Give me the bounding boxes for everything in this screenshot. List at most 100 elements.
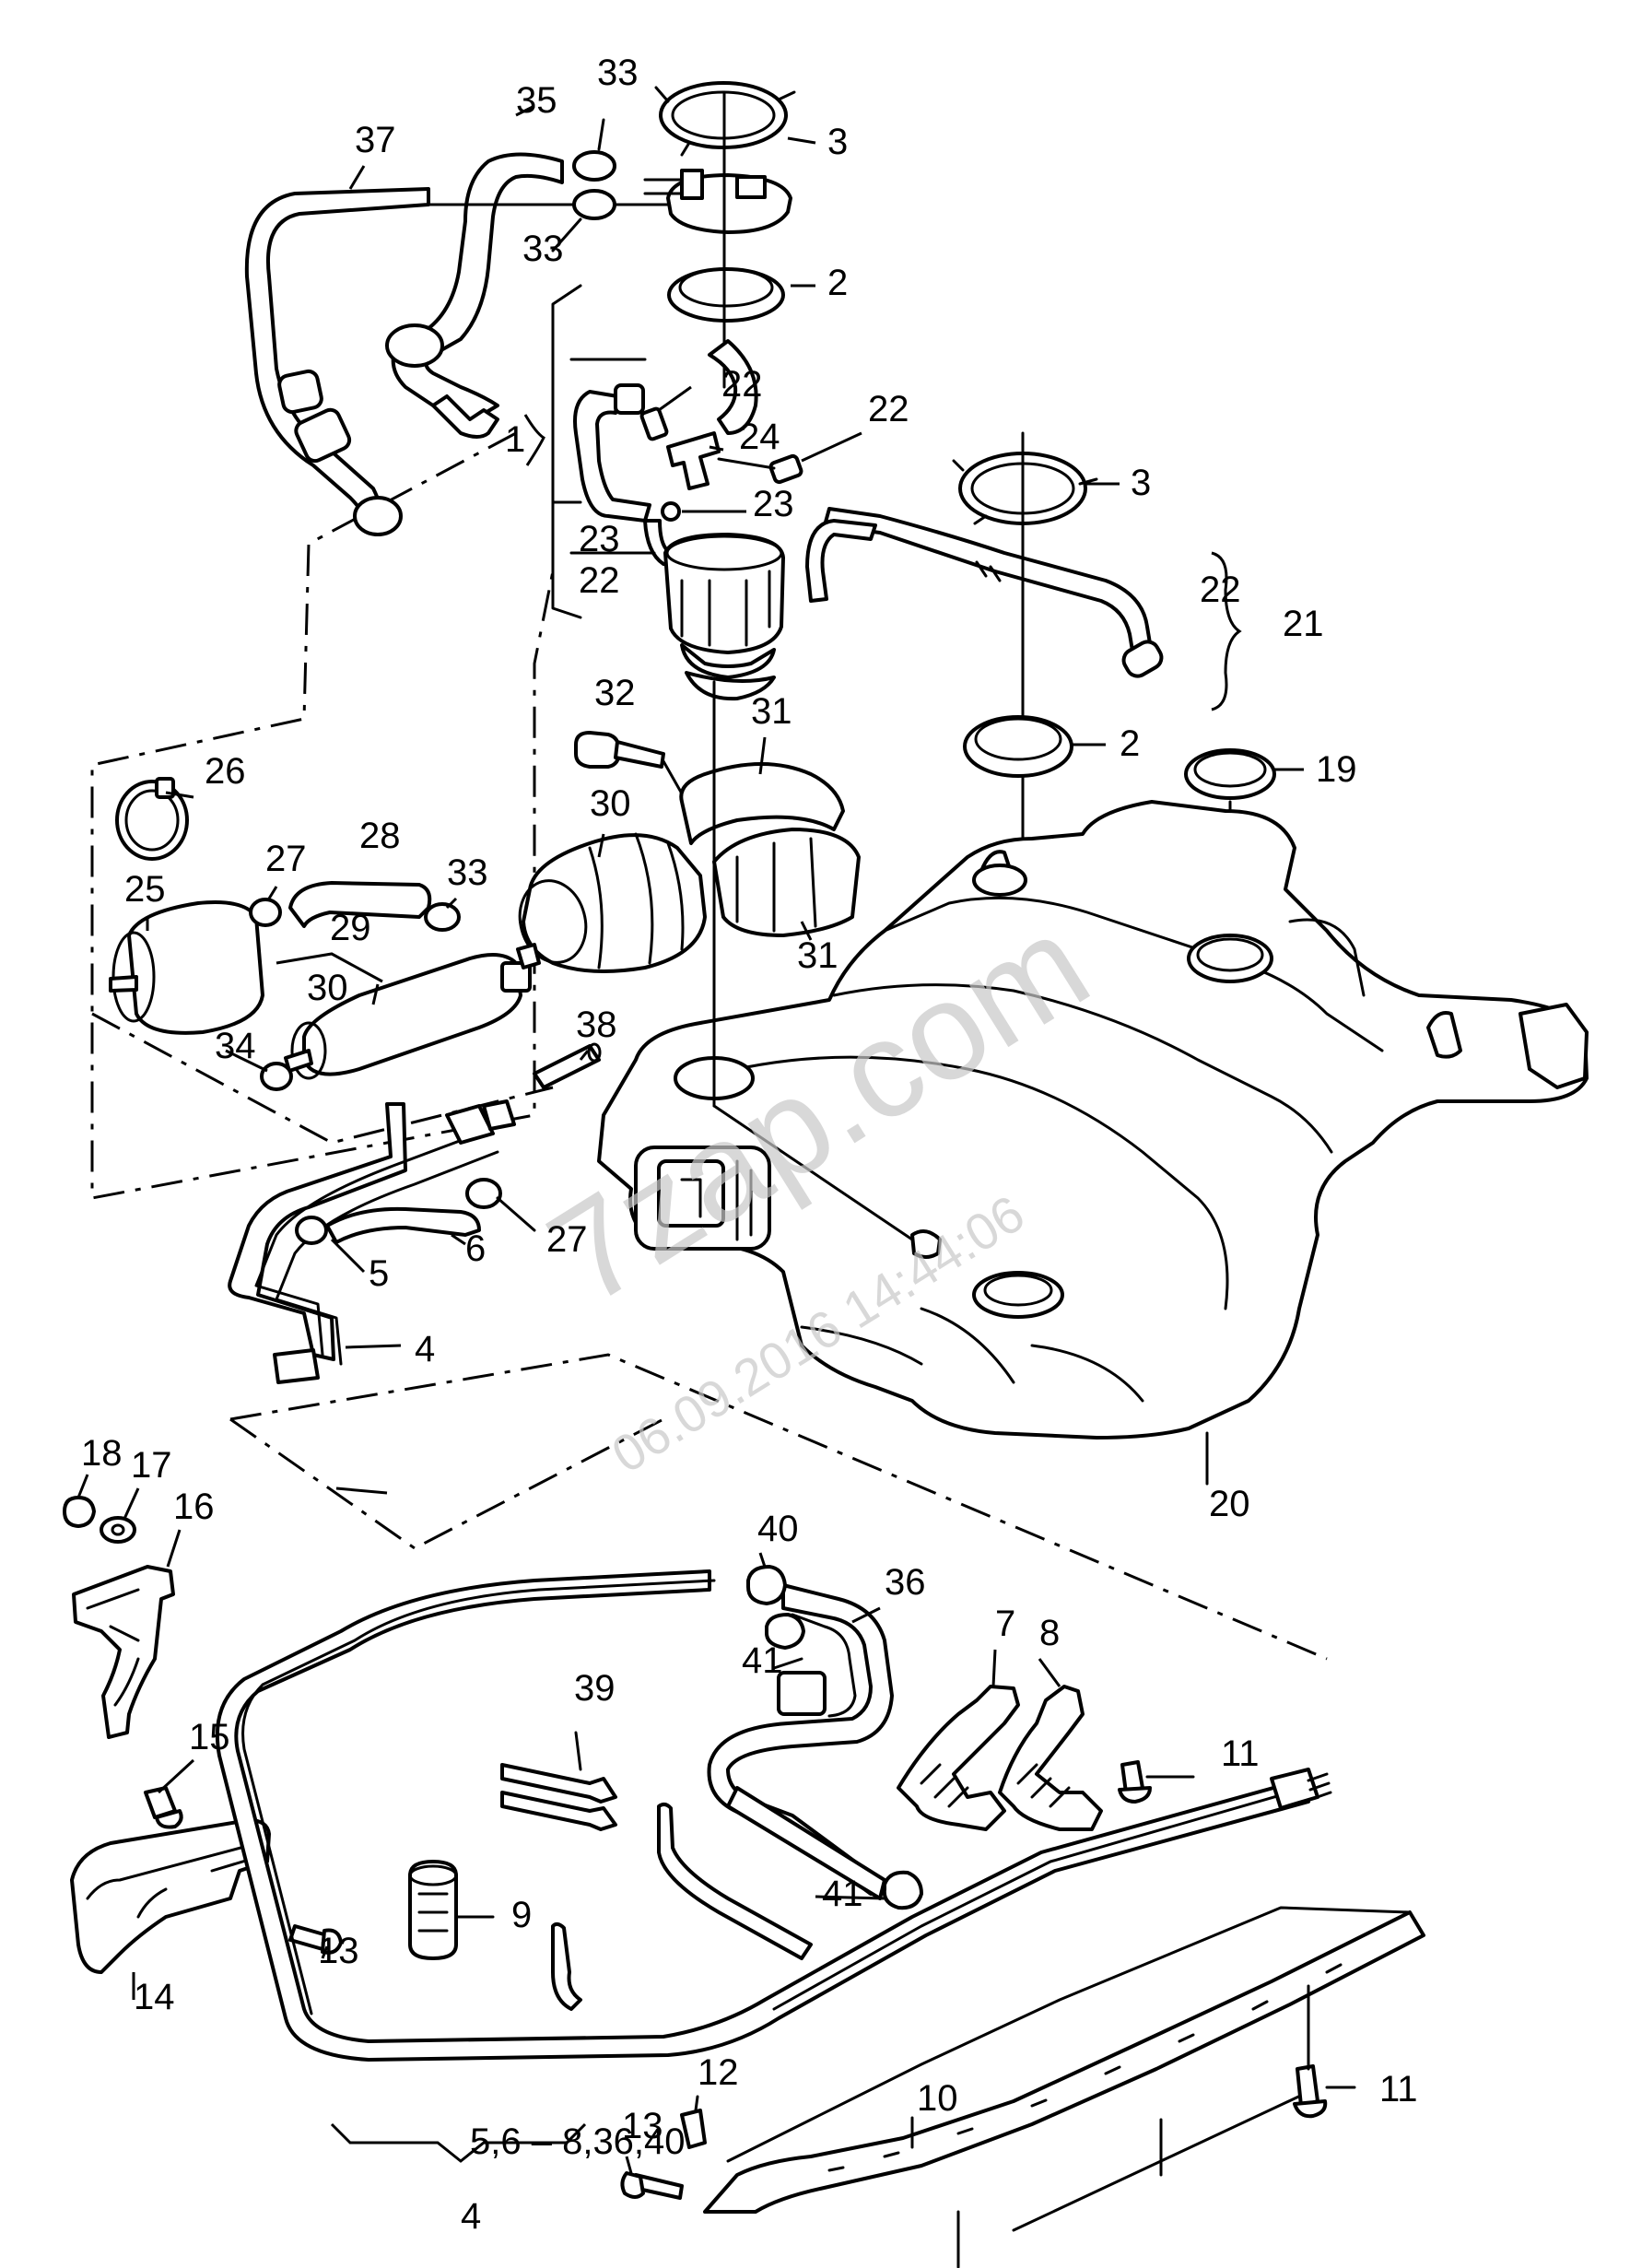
hose-37-connector-lower bbox=[294, 407, 352, 464]
fuel-pump-30 bbox=[522, 833, 707, 973]
callout-c27a: 27 bbox=[265, 839, 307, 879]
callout-c2a: 2 bbox=[827, 263, 848, 303]
seal-2-top-inner bbox=[678, 267, 774, 308]
fuel-tank-20-ridge-low bbox=[698, 1055, 1229, 1310]
filter-9-texture bbox=[417, 1892, 449, 1933]
fuel-tank-20-vent-stub-right bbox=[1426, 1011, 1462, 1059]
fuel-tank-20-pump-detail bbox=[680, 1159, 753, 1241]
clamp-27-lower bbox=[465, 1178, 502, 1209]
bracket-4-bottom bbox=[330, 2122, 587, 2163]
seal-19-inner bbox=[1193, 751, 1267, 788]
fuel-line-21-gap bbox=[975, 560, 1002, 582]
mount-sleeve-31-lower bbox=[712, 828, 861, 937]
callout-c10: 10 bbox=[917, 2078, 958, 2119]
fuel-tank-20-right-dome bbox=[1288, 918, 1366, 997]
callout-c38: 38 bbox=[576, 1005, 617, 1045]
pipe-38-end bbox=[587, 1042, 602, 1063]
filter-and-prepump-group bbox=[109, 777, 541, 1091]
connector-39-upper bbox=[500, 1763, 617, 1804]
bolt-11-lower bbox=[1296, 2064, 1319, 2108]
callout-c12: 12 bbox=[698, 2052, 739, 2093]
boundary-fuel-pump-group bbox=[90, 431, 555, 1200]
fuel-filter-25-nozzle bbox=[109, 975, 138, 993]
clamp-5 bbox=[295, 1216, 328, 1245]
fuel-tank-20-strap-line bbox=[712, 1104, 914, 1241]
underbody-cover-10-slots bbox=[827, 1963, 1343, 2172]
lower-line-strand-2 bbox=[772, 1791, 1292, 2011]
callout-c5_6_8_36_40: 5,6 – 8,36,40 bbox=[470, 2121, 686, 2162]
supply-line-left bbox=[573, 390, 651, 523]
callout-c24: 24 bbox=[739, 417, 780, 457]
connector-22-right bbox=[768, 453, 803, 485]
lower-line-stub-mid bbox=[551, 1921, 582, 2011]
callout-c33c: 33 bbox=[447, 852, 488, 893]
pre-pump-29 bbox=[302, 953, 522, 1076]
lower-line-strand-1 bbox=[241, 1579, 716, 2015]
callout-c22d: 22 bbox=[1200, 570, 1241, 610]
pump-mount-group bbox=[518, 731, 861, 973]
boundary-pump-module-bracket bbox=[551, 284, 582, 619]
callout-c17: 17 bbox=[131, 1445, 172, 1486]
pump-module-bracket-line bbox=[551, 358, 656, 555]
clamp-34 bbox=[260, 1062, 293, 1091]
underbody-cover-10-ribs bbox=[956, 2090, 1310, 2268]
callout-c7: 7 bbox=[995, 1604, 1015, 1644]
callout-c9: 9 bbox=[511, 1895, 532, 1935]
callout-c13a: 13 bbox=[318, 1931, 359, 1971]
pump-module-hose-loop bbox=[708, 339, 758, 435]
clip-12-leader bbox=[694, 2095, 699, 2112]
holder-7 bbox=[897, 1685, 1020, 1831]
clamp-40 bbox=[746, 1565, 787, 1605]
bracket-16-detail bbox=[86, 1588, 140, 1707]
mount-sleeve-31-upper bbox=[679, 762, 845, 845]
callout-c11a: 11 bbox=[1221, 1733, 1260, 1774]
clamp-33-mid bbox=[424, 902, 461, 932]
clamp-33-leaders bbox=[551, 118, 605, 253]
callout-c14: 14 bbox=[134, 1977, 175, 2017]
holder-8-slots bbox=[1016, 1763, 1071, 1808]
holder-7-slots bbox=[920, 1763, 969, 1808]
lock-ring-3-right-tabs bbox=[952, 459, 1098, 525]
callout-c4a: 4 bbox=[415, 1329, 435, 1369]
washer-17-hole bbox=[111, 1523, 125, 1536]
pump-module-top-rim bbox=[665, 535, 783, 571]
connectors-39 bbox=[500, 1731, 617, 1831]
hose-35-elbow bbox=[431, 394, 499, 439]
bracket-14 bbox=[70, 1818, 271, 1974]
lock-ring-3-top-tabs bbox=[654, 86, 796, 157]
hose-37-end-fitting bbox=[353, 496, 403, 536]
callout-c26: 26 bbox=[205, 751, 246, 792]
bracket-21-22 bbox=[1211, 551, 1242, 711]
boundary-lines-group bbox=[229, 1353, 1328, 1661]
callout-c22a: 22 bbox=[721, 364, 763, 405]
lower-fuel-lines bbox=[215, 1569, 1332, 2062]
underbody-cover-10-body bbox=[703, 1910, 1425, 2214]
underbody-cover-10 bbox=[620, 1906, 1425, 2268]
callout-c20: 20 bbox=[1209, 1484, 1250, 1524]
bolt-15-head bbox=[155, 1809, 183, 1829]
fuel-filter-25 bbox=[127, 900, 264, 1035]
bolt-18 bbox=[63, 1496, 96, 1528]
underbody-cover-10-edge bbox=[726, 1906, 1412, 2163]
fuel-tank-20-opening-bottom bbox=[972, 1271, 1064, 1319]
callout-c36: 36 bbox=[885, 1562, 926, 1603]
fuel-tank-20-clip bbox=[910, 1229, 942, 1259]
holder-8 bbox=[998, 1685, 1103, 1831]
callout-c21: 21 bbox=[1283, 604, 1324, 644]
filter-9 bbox=[408, 1860, 495, 1960]
filter-9-body bbox=[408, 1860, 458, 1960]
hose-36-sleeve bbox=[777, 1671, 827, 1716]
bolt-32 bbox=[574, 731, 621, 769]
pump-module-strainer bbox=[685, 671, 776, 701]
fuel-line-21-end-connector bbox=[1121, 640, 1164, 678]
callout-c41a: 41 bbox=[742, 1640, 783, 1681]
t-piece-to-connector bbox=[717, 457, 776, 470]
fuel-lines-4-group bbox=[228, 1099, 536, 1384]
fuel-tank-20-opening-right-inner bbox=[1196, 937, 1264, 972]
callout-c15: 15 bbox=[189, 1717, 230, 1757]
washer-17 bbox=[100, 1516, 136, 1544]
flange-outlet-pipes bbox=[643, 178, 684, 195]
callout-c8: 8 bbox=[1039, 1613, 1060, 1653]
fuel-line-4-quick-connector bbox=[445, 1104, 495, 1145]
